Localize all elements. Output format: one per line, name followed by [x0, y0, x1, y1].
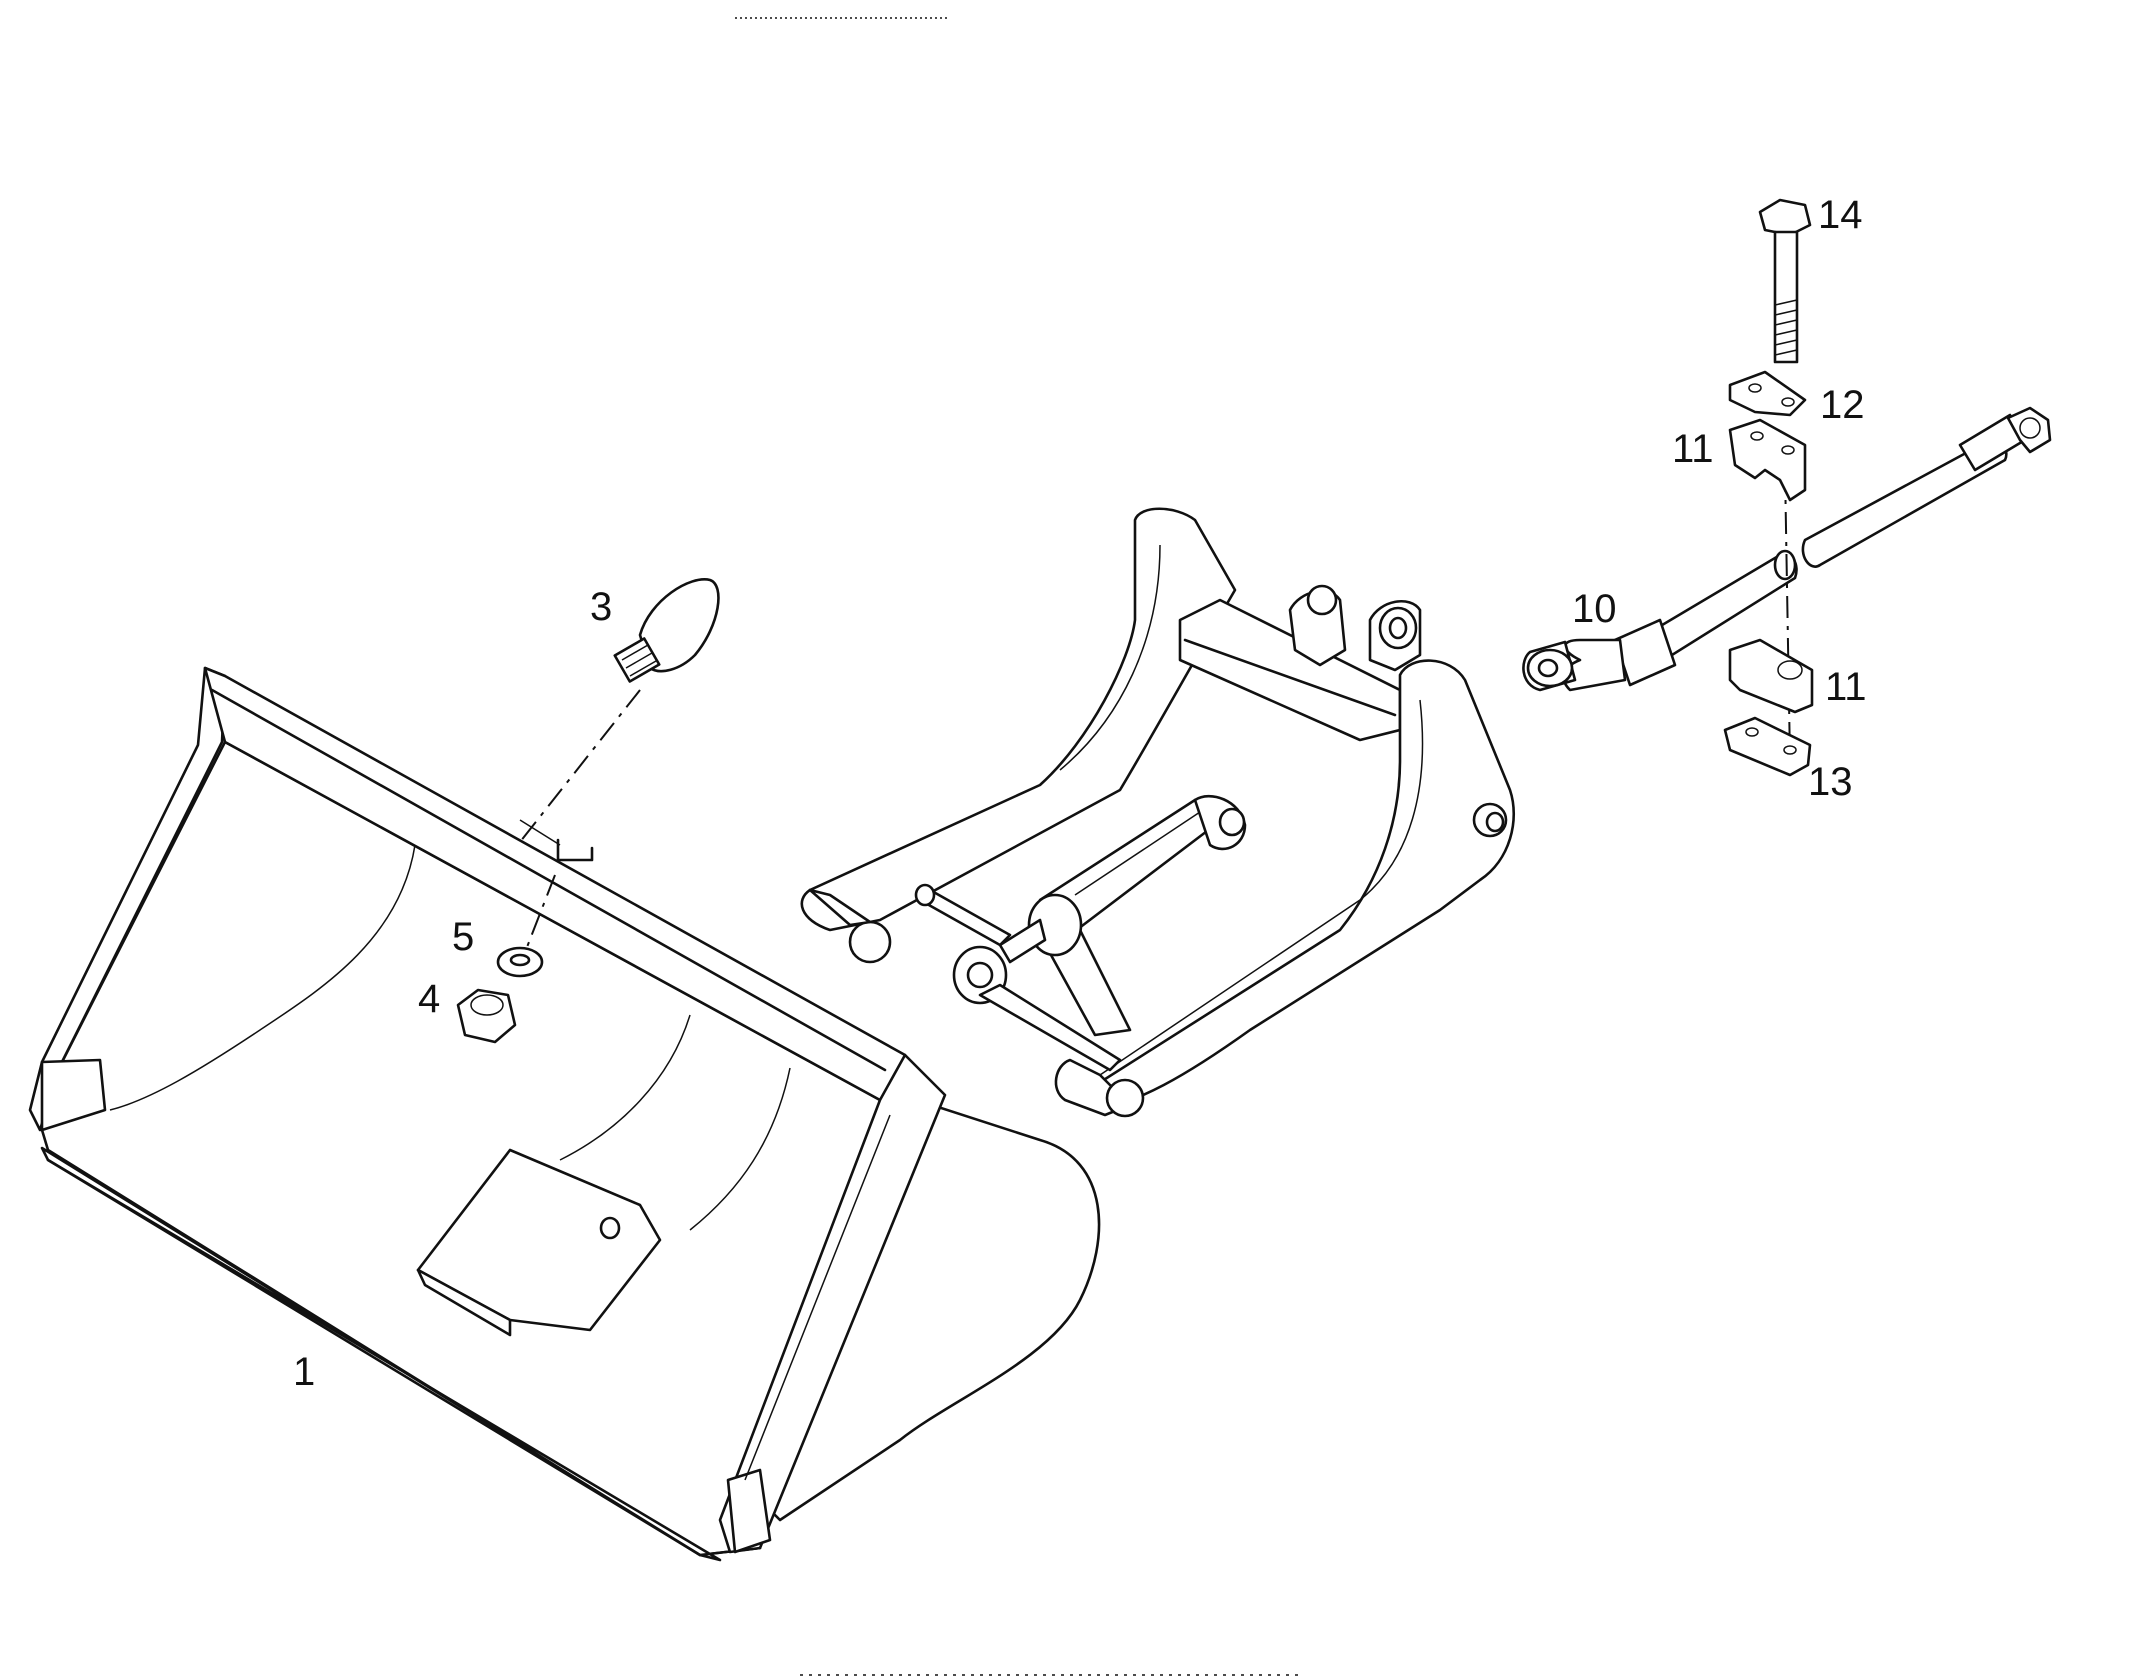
- callout-12: 12: [1820, 383, 1865, 427]
- assembly-line-3: [519, 689, 641, 843]
- cylinder-part: [914, 794, 1247, 1005]
- assembly-line-5: [521, 874, 556, 961]
- callout-5: 5: [452, 915, 474, 959]
- hitch-frame-part: [800, 507, 1516, 1118]
- bucket-part: [28, 666, 1101, 1562]
- callout-11-upper: 11: [1672, 427, 1714, 471]
- lower-clamp-part: [1728, 638, 1814, 714]
- bolt-part: [1758, 198, 1812, 364]
- nut-part: [456, 988, 517, 1044]
- hose-part: [1522, 406, 2052, 692]
- upper-clamp-part: [1728, 418, 1807, 502]
- cap-part: [613, 578, 720, 683]
- callout-3: 3: [590, 585, 612, 629]
- callout-11-lower: 11: [1825, 665, 1867, 709]
- callout-14: 14: [1818, 193, 1863, 237]
- washer-part: [496, 946, 544, 978]
- assembly-line-clamp: [1784, 469, 1791, 761]
- callout-10: 10: [1572, 587, 1617, 631]
- callout-4: 4: [418, 977, 440, 1021]
- bottom-plate-part: [1723, 716, 1812, 777]
- callout-1: 1: [293, 1350, 315, 1394]
- callout-13: 13: [1808, 760, 1853, 804]
- top-plate-part: [1728, 370, 1807, 417]
